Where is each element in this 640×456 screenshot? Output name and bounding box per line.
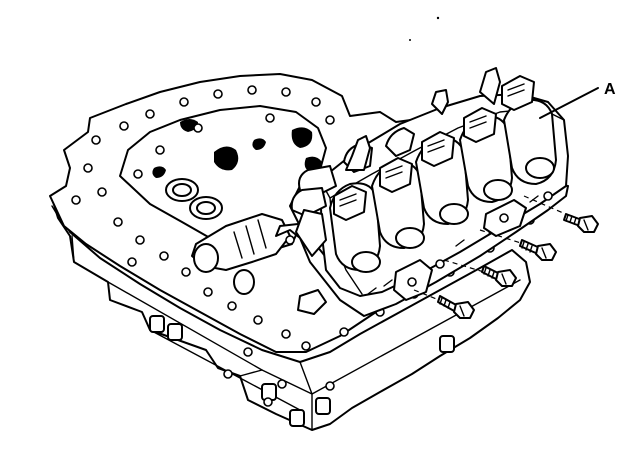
- valve-body-upper: [119, 105, 327, 315]
- valve-body-lower-casting: [51, 197, 531, 431]
- bolt-1: [523, 195, 599, 233]
- callout-a-label: A: [604, 81, 616, 98]
- solenoid-assembly: [275, 67, 569, 317]
- callout-a: A: [539, 81, 616, 119]
- callout-a-leader-line: [539, 87, 599, 119]
- speck: [409, 39, 411, 41]
- mounting-bolts: [413, 195, 599, 319]
- bolt-2: [479, 229, 557, 261]
- bolt-3: [443, 259, 517, 287]
- speck: [436, 16, 440, 20]
- bolt-4: [413, 289, 475, 319]
